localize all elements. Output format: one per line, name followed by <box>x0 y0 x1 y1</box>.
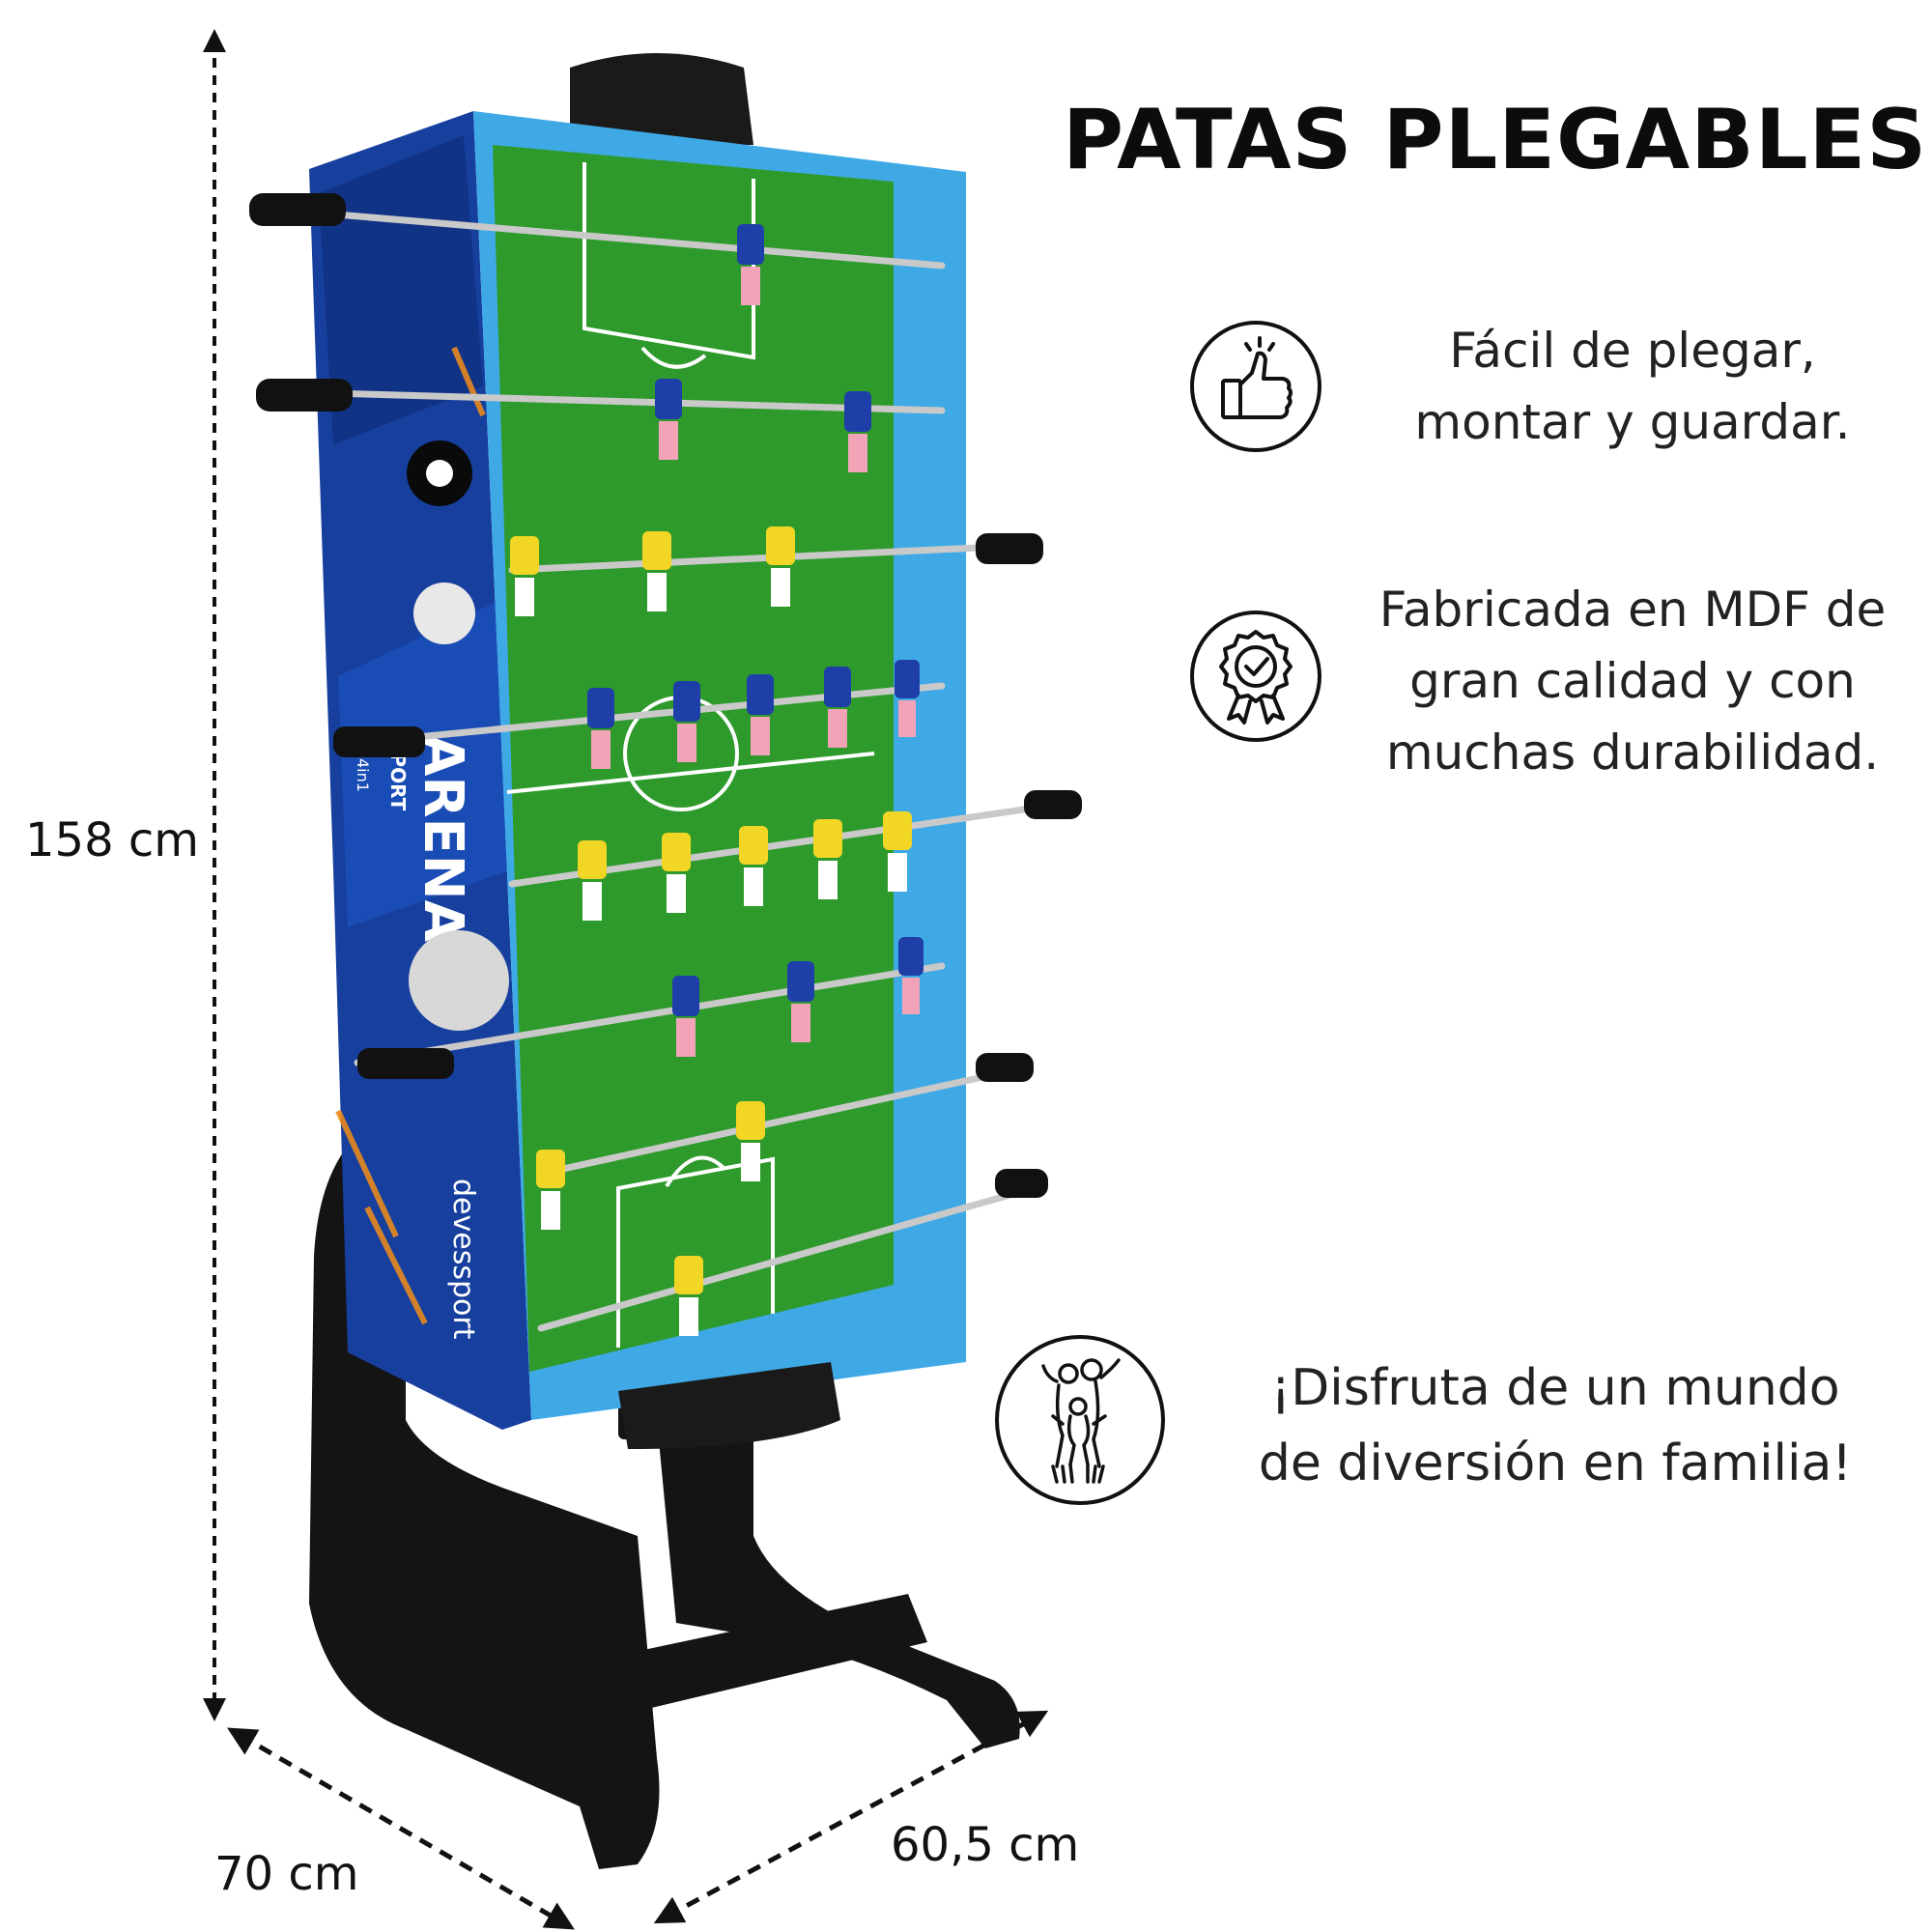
feature-line: Fabricada en MDF de <box>1378 582 1887 638</box>
feature-text-family: ¡Disfruta de un mundo de diversión en fa… <box>1208 1350 1903 1501</box>
feature-text-material: Fabricada en MDF de gran calidad y con m… <box>1333 574 1932 788</box>
badge-label: 4in1 <box>354 758 372 792</box>
feature-line: de diversión en familia! <box>1258 1435 1853 1492</box>
thumbs-up-icon <box>1190 321 1321 452</box>
side-logo-main: ARENA <box>412 734 474 943</box>
feature-line: muchas durabilidad. <box>1385 724 1880 781</box>
height-dimension-label: 158 cm <box>25 813 200 867</box>
feature-line: montar y guardar. <box>1414 394 1851 450</box>
width-arrow <box>653 1710 1049 1924</box>
depth-arrow <box>227 1727 575 1930</box>
quality-badge-icon <box>1190 611 1321 742</box>
yellow-team-players <box>510 526 912 1336</box>
brand-logo: devessport <box>446 1179 480 1340</box>
feature-line: ¡Disfruta de un mundo <box>1270 1359 1840 1417</box>
feature-text-easy-fold: Fácil de plegar, montar y guardar. <box>1333 315 1932 458</box>
page-title: PATAS PLEGABLES <box>1063 92 1928 188</box>
feature-line: gran calidad y con <box>1409 653 1856 709</box>
feature-line: Fácil de plegar, <box>1449 323 1816 379</box>
family-icon <box>995 1335 1165 1505</box>
blue-team-players <box>587 224 923 1057</box>
